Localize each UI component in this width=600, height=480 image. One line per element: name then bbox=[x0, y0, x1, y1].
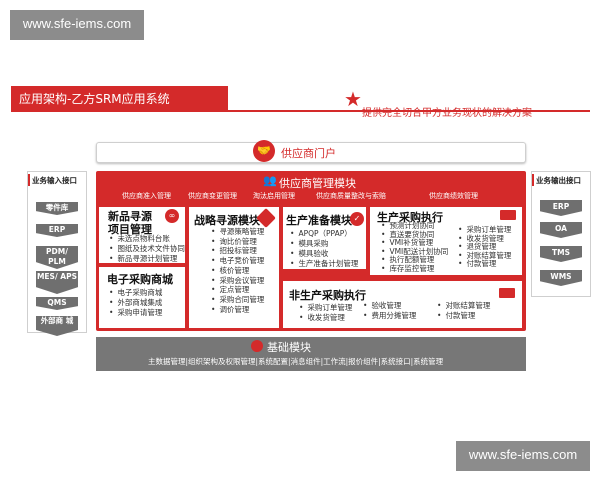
mall-item: 外部商城集成 bbox=[109, 298, 162, 308]
link-icon: ∞ bbox=[165, 209, 179, 223]
prep-title: 生产准备模块 bbox=[286, 214, 352, 227]
production-prep-panel: 生产准备模块 ✓ APQP（PPAP） 模具采购 模具验收 生产准备计划管理 bbox=[283, 207, 366, 269]
prep-item: APQP（PPAP） bbox=[290, 229, 358, 239]
nonprod-item: 验收管理 bbox=[363, 301, 416, 311]
sourcing-title-2: 项目管理 bbox=[108, 223, 152, 236]
input-item: 零件库 bbox=[36, 202, 78, 215]
exec-item: 预测计划协同 bbox=[381, 221, 448, 231]
panel-accent bbox=[28, 174, 30, 186]
output-item: TMS bbox=[540, 246, 582, 262]
sourcing-title-1: 新品寻源 bbox=[108, 210, 152, 223]
non-production-procurement-panel: 非生产采购执行 采购订单管理 收发货管理 验收管理 费用分摊管理 对账结算管理 … bbox=[283, 281, 522, 328]
mall-title: 电子采购商城 bbox=[107, 273, 173, 286]
new-product-sourcing-panel: 新品寻源 项目管理 ∞ 未选点物料台账 图纸及技术文件协同 新品寻源计划管理 bbox=[99, 207, 185, 263]
nonprod-item: 费用分摊管理 bbox=[363, 311, 416, 321]
handshake-icon: 🤝 bbox=[253, 140, 275, 162]
strategy-item: 采购合同管理 bbox=[211, 295, 264, 305]
supplier-management-module: 👥 供应商管理模块 供应商准入管理 供应商变更管理 淘汰启用管理 供应商质量整改… bbox=[96, 171, 526, 331]
check-icon: ✓ bbox=[350, 212, 364, 226]
truck-icon bbox=[499, 288, 515, 298]
supplier-sub-item: 供应商变更管理 bbox=[188, 192, 237, 200]
strategy-item: 电子竞价管理 bbox=[211, 256, 264, 266]
supplier-sub-item: 供应商绩效管理 bbox=[429, 192, 478, 200]
output-item: WMS bbox=[540, 270, 582, 286]
page-title: 应用架构-乙方SRM应用系统 bbox=[19, 92, 170, 106]
output-item: ERP bbox=[540, 200, 582, 216]
watermark-top: www.sfe-iems.com bbox=[10, 10, 144, 40]
truck-icon bbox=[500, 210, 516, 220]
exec-item: VMI补货管理 bbox=[381, 239, 448, 248]
title-bar: 应用架构-乙方SRM应用系统 bbox=[11, 86, 228, 110]
strategic-sourcing-panel: 战略寻源模块 寻源策略管理 询比价管理 招投标管理 电子竞价管理 核价管理 采购… bbox=[189, 207, 279, 328]
prep-item: 生产准备计划管理 bbox=[290, 259, 358, 269]
exec-item: 退货管理 bbox=[458, 243, 511, 252]
prep-item: 模具采购 bbox=[290, 239, 358, 249]
supplier-portal: 🤝 供应商门户 bbox=[96, 140, 526, 163]
input-item: QMS bbox=[36, 297, 78, 310]
output-interface-panel: 业务输出接口 ERP OA TMS WMS bbox=[531, 171, 591, 297]
nonprod-item: 付款管理 bbox=[437, 311, 490, 321]
sourcing-item: 图纸及技术文件协同 bbox=[109, 244, 185, 254]
strategy-item: 核价管理 bbox=[211, 266, 264, 276]
supplier-sub-item: 淘汰启用管理 bbox=[253, 192, 295, 200]
strategy-item: 寻源策略管理 bbox=[211, 227, 264, 237]
supplier-sub-item: 供应商准入管理 bbox=[122, 192, 171, 200]
input-interface-title: 业务输入接口 bbox=[32, 176, 77, 185]
exec-item: 收发货管理 bbox=[458, 234, 511, 244]
input-interface-panel: 业务输入接口 零件库 ERP PDM/ PLM MES/ APS QMS 外部商… bbox=[27, 171, 87, 336]
exec-item: VMI配送计划协同 bbox=[381, 247, 448, 257]
strategy-item: 询比价管理 bbox=[211, 237, 264, 247]
nonprod-item: 收发货管理 bbox=[299, 313, 352, 323]
base-module-items: 主数据管理|组织架构及权限管理|系统配置|消息组件|工作流|报价组件|系统接口|… bbox=[148, 357, 444, 366]
exec-item: 库存监控管理 bbox=[381, 264, 448, 274]
nonprod-item: 采购订单管理 bbox=[299, 303, 352, 313]
base-icon bbox=[251, 340, 263, 352]
sourcing-item: 未选点物料台账 bbox=[109, 234, 185, 244]
strategy-item: 采购会议管理 bbox=[211, 276, 264, 286]
e-procurement-mall-panel: 电子采购商城 电子采购商城 外部商城集成 采购申请管理 bbox=[99, 267, 185, 328]
exec-item: 直送要货协同 bbox=[381, 230, 448, 240]
strategy-title: 战略寻源模块 bbox=[194, 214, 260, 227]
panel-accent bbox=[532, 174, 534, 186]
watermark-bottom: www.sfe-iems.com bbox=[456, 441, 590, 471]
nonprod-title: 非生产采购执行 bbox=[289, 289, 366, 302]
exec-item: 付款管理 bbox=[458, 260, 511, 269]
output-interface-title: 业务输出接口 bbox=[536, 176, 581, 185]
exec-item: 执行配额管理 bbox=[381, 256, 448, 265]
input-item: ERP bbox=[36, 224, 78, 237]
supplier-management-label: 供应商管理模块 bbox=[279, 177, 356, 190]
base-module: 基础模块 主数据管理|组织架构及权限管理|系统配置|消息组件|工作流|报价组件|… bbox=[96, 337, 526, 371]
exec-item: 采购订单管理 bbox=[458, 225, 511, 235]
production-procurement-panel: 生产采购执行 预测计划协同 直送要货协同 VMI补货管理 VMI配送计划协同 执… bbox=[370, 207, 522, 275]
people-icon: 👥 bbox=[263, 174, 277, 187]
exec-item: 对账结算管理 bbox=[458, 251, 511, 261]
base-module-label: 基础模块 bbox=[267, 341, 311, 354]
mall-item: 采购申请管理 bbox=[109, 308, 162, 318]
star-icon: ★ bbox=[344, 87, 362, 111]
supplier-sub-item: 供应商质量整改与索赔 bbox=[316, 192, 386, 200]
mall-item: 电子采购商城 bbox=[109, 288, 162, 298]
input-item: PDM/ PLM bbox=[36, 246, 78, 269]
sourcing-item: 新品寻源计划管理 bbox=[109, 254, 185, 264]
supplier-portal-label: 供应商门户 bbox=[281, 147, 336, 160]
slogan: 提供完全切合甲方业务现状的解决方案 bbox=[362, 108, 532, 119]
strategy-item: 调价管理 bbox=[211, 305, 264, 315]
prep-item: 模具验收 bbox=[290, 249, 358, 259]
output-item: OA bbox=[540, 222, 582, 238]
title-underline bbox=[11, 110, 590, 112]
strategy-item: 招投标管理 bbox=[211, 246, 264, 256]
input-item: MES/ APS bbox=[36, 271, 78, 294]
nonprod-item: 对账结算管理 bbox=[437, 301, 490, 311]
input-item: 外部商 城 bbox=[36, 316, 78, 336]
strategy-item: 定点管理 bbox=[211, 285, 264, 295]
